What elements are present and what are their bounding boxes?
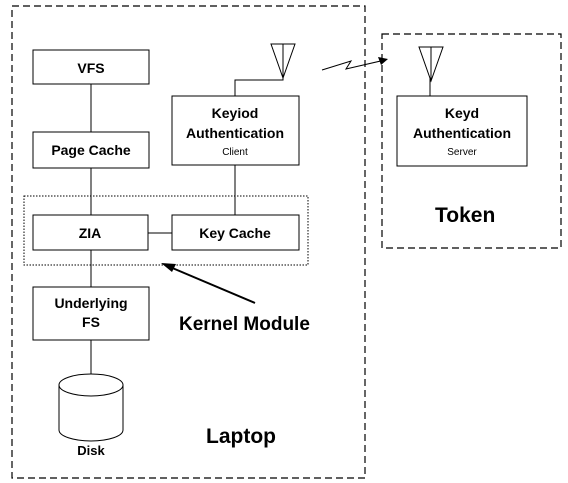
vfs-label: VFS [77, 60, 104, 76]
disk-label: Disk [77, 443, 105, 458]
token-region [381, 33, 562, 249]
zia-label: ZIA [79, 225, 102, 241]
underlying-fs-label-line2: FS [82, 314, 100, 330]
laptop-region [11, 5, 366, 479]
disk-icon [58, 373, 124, 442]
keyiod-title: Keyiod [212, 105, 259, 121]
antenna-icon [418, 46, 444, 83]
vfs-box [32, 49, 150, 85]
key-cache-box [171, 214, 300, 251]
kernel-module-arrow [161, 263, 256, 304]
laptop-label: Laptop [206, 425, 276, 448]
keyiod-subtitle: Authentication [186, 125, 284, 141]
key-cache-label: Key Cache [199, 225, 271, 241]
keyiod-antenna-line [234, 61, 284, 96]
wireless-link-icon [321, 57, 388, 71]
underlying-fs-box [32, 286, 150, 341]
zia-box [32, 214, 149, 251]
keyd-title: Keyd [445, 105, 479, 121]
page-cache-box [32, 131, 150, 169]
keyiod-box [171, 95, 300, 166]
keyd-subtitle: Authentication [413, 125, 511, 141]
page-cache-label: Page Cache [51, 142, 131, 158]
token-label: Token [435, 204, 495, 227]
kernel-module-label: Kernel Module [179, 314, 310, 335]
underlying-fs-label-line1: Underlying [54, 295, 127, 311]
keyiod-role: Client [222, 147, 248, 158]
keyd-box [396, 95, 528, 167]
keyd-role: Server [447, 147, 477, 158]
antenna-icon [270, 43, 296, 80]
